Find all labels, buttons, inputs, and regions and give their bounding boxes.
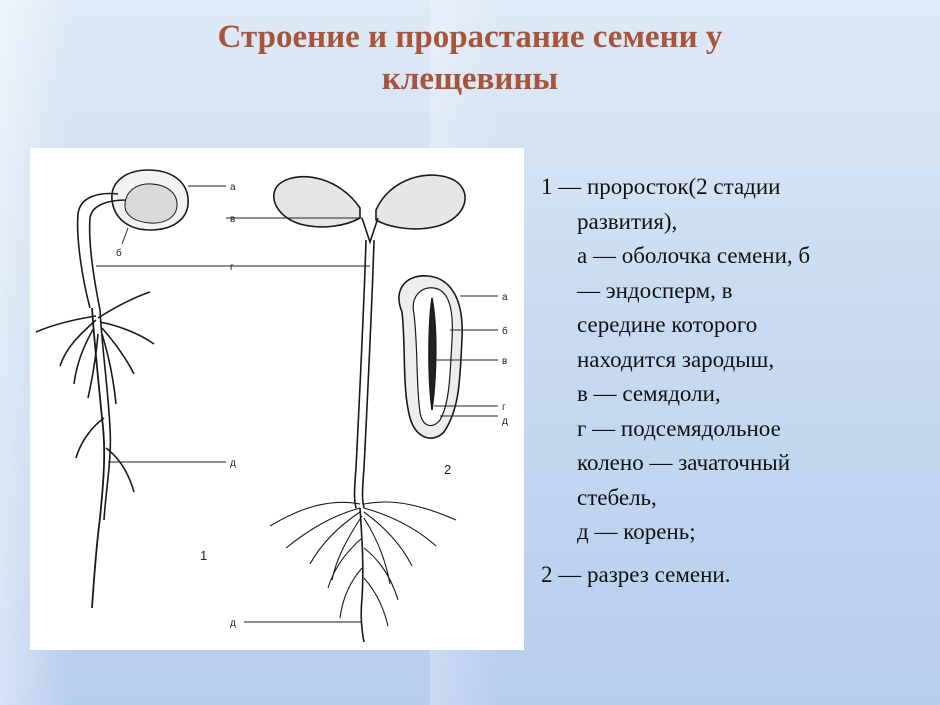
hypocotyl-1 xyxy=(76,192,119,309)
cotyledon-left xyxy=(272,175,361,228)
label-g-1: г xyxy=(230,262,234,273)
leader-lines-1 xyxy=(96,185,226,463)
caption-line: в — семядоли, xyxy=(577,381,721,406)
cotyledon-right xyxy=(375,174,466,230)
embryo-section xyxy=(428,297,437,411)
figure-number-2: 2 xyxy=(444,462,451,477)
main-root-1 xyxy=(91,307,106,609)
slide-title-line-1: Строение и прорастание семени у xyxy=(217,19,723,55)
slide-title: Строение и прорастание семени у клещевин… xyxy=(0,16,940,100)
caption-line: 1 — проросток(2 стадии xyxy=(541,174,781,199)
leader-lines-2 xyxy=(226,217,370,623)
label-b-1: б xyxy=(116,247,122,259)
seedling-stage-1 xyxy=(35,169,189,609)
label-d-3: д xyxy=(502,416,508,427)
label-a-1: а xyxy=(230,182,236,193)
caption-line: — эндосперм, в xyxy=(577,277,733,303)
caption-text: 1 — проросток(2 стадии развития), а — об… xyxy=(541,170,936,592)
figure-number-1: 1 xyxy=(200,548,207,563)
caption-line: развития), xyxy=(577,208,678,234)
caption-line: г — подсемядольное xyxy=(577,415,781,441)
caption-line: стебель, xyxy=(577,484,657,510)
leader-lines-3 xyxy=(434,295,498,417)
caption-line: д — корень; xyxy=(577,519,696,544)
caption-line: колено — зачаточный xyxy=(577,450,791,475)
seed-germination-illustration: а б г д 1 в д xyxy=(30,148,524,650)
stem-2 xyxy=(353,239,367,509)
caption-line: середине которого xyxy=(577,312,758,337)
slide-title-line-2: клещевины xyxy=(381,61,559,97)
label-v-2: в xyxy=(502,356,507,367)
seedling-stage-2 xyxy=(269,174,466,643)
label-g-2: г xyxy=(502,402,506,413)
seed-section xyxy=(398,275,463,439)
lateral-roots-1 xyxy=(35,291,155,405)
caption-line: 2 — разрез семени. xyxy=(541,561,731,587)
main-root-2 xyxy=(359,507,365,643)
illustration-drawing: а б г д 1 в д xyxy=(35,169,508,643)
caption-line: находится зародыш, xyxy=(577,346,775,372)
lateral-roots-2 xyxy=(269,501,457,627)
label-a-2: а xyxy=(502,292,508,303)
label-v-1: в xyxy=(230,214,235,225)
endosperm-1 xyxy=(124,183,178,224)
label-d-2: д xyxy=(230,618,236,629)
caption-line: а — оболочка семени, б xyxy=(577,243,811,268)
label-d-1: д xyxy=(230,458,236,469)
label-b-2: б xyxy=(502,325,508,337)
